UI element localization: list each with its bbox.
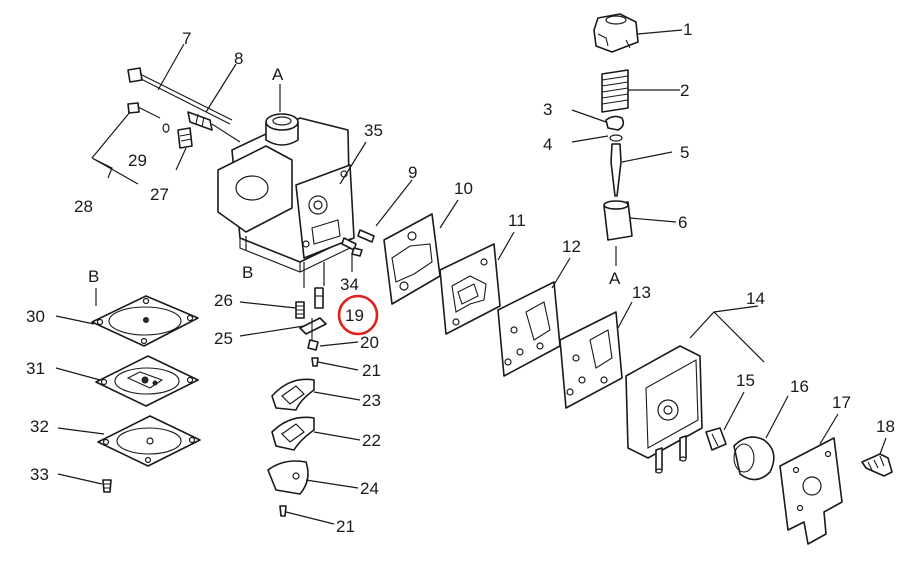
- label-11: 11: [508, 211, 526, 230]
- label-18: 18: [876, 417, 895, 436]
- label-refB-left: B: [242, 263, 253, 282]
- label-refA-bottom: A: [609, 269, 621, 288]
- label-refA-top: A: [272, 65, 284, 84]
- label-6: 6: [678, 213, 687, 232]
- label-2: 2: [680, 81, 689, 100]
- label-3: 3: [543, 100, 552, 119]
- label-13: 13: [632, 283, 651, 302]
- label-25: 25: [214, 329, 233, 348]
- highlight-circle: [337, 294, 379, 336]
- label-1: 1: [683, 20, 692, 39]
- label-10: 10: [454, 179, 473, 198]
- label-12: 12: [562, 237, 581, 256]
- label-16: 16: [790, 377, 809, 396]
- label-15: 15: [736, 371, 755, 390]
- part-labels: 1 2 3 4 5 6 A 7 8 A 35 29 27 28 9 10 11 …: [26, 20, 895, 536]
- label-30: 30: [26, 307, 45, 326]
- label-23: 23: [362, 391, 381, 410]
- primer-parts: [705, 427, 893, 545]
- label-28: 28: [74, 197, 93, 216]
- label-9: 9: [408, 163, 417, 182]
- label-27: 27: [150, 185, 169, 204]
- label-20: 20: [360, 333, 379, 352]
- label-34: 34: [340, 275, 359, 294]
- label-31: 31: [26, 359, 45, 378]
- label-8: 8: [234, 49, 243, 68]
- small-screws: [341, 229, 375, 257]
- inlet-needle-assembly: [593, 13, 639, 241]
- label-14: 14: [746, 289, 765, 308]
- label-7: 7: [182, 29, 191, 48]
- adjusting-screws: [127, 67, 241, 149]
- label-17: 17: [832, 393, 851, 412]
- label-19: 19: [345, 306, 364, 325]
- label-refB-top: B: [88, 267, 99, 286]
- label-21-lower: 21: [336, 517, 355, 536]
- gasket-set: [383, 213, 623, 409]
- metering-lever-parts: [267, 287, 327, 517]
- carburetor-body: [217, 113, 355, 273]
- label-21-upper: 21: [362, 361, 381, 380]
- label-29: 29: [128, 151, 147, 170]
- label-4: 4: [543, 135, 552, 154]
- label-24: 24: [360, 479, 379, 498]
- label-5: 5: [680, 143, 689, 162]
- label-32: 32: [30, 417, 49, 436]
- leader-lines: [55, 29, 887, 525]
- label-26: 26: [214, 291, 233, 310]
- label-22: 22: [362, 431, 381, 450]
- pump-cover: [625, 345, 703, 474]
- metering-diaphragm-stack: [91, 295, 201, 493]
- label-33: 33: [30, 465, 49, 484]
- label-35: 35: [364, 121, 383, 140]
